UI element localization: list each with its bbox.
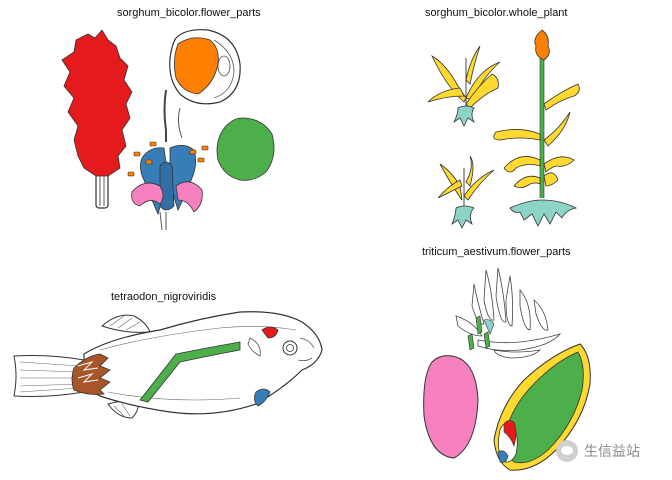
green-stem-outline — [539, 56, 545, 198]
blue-radicle — [497, 450, 509, 463]
tetraodon-fish — [13, 311, 323, 419]
orange-panicle — [534, 29, 550, 61]
sorghum-flower-parts — [61, 29, 275, 231]
red-scutellum — [503, 420, 517, 447]
seed-embryo — [217, 55, 231, 77]
floret-awn — [177, 107, 183, 139]
ventral-fin-rays — [113, 403, 131, 417]
tall-plant — [493, 29, 580, 227]
yellow-leaf — [543, 172, 559, 187]
yellow-leaf — [439, 163, 463, 201]
floret-cluster — [455, 267, 562, 359]
small-plant-bottom — [437, 155, 495, 229]
tetraodon-title: tetraodon_nigroviridis — [111, 291, 217, 303]
watermark-text: 生信益站 — [584, 443, 640, 459]
pink-grain — [423, 355, 479, 459]
yellow-leaf — [465, 73, 499, 109]
yellow-leaf — [493, 129, 541, 141]
yellow-leaf — [503, 156, 541, 173]
teal-root — [452, 105, 476, 127]
green-stamen — [483, 331, 491, 349]
teal-root — [451, 205, 475, 229]
orange-stamens — [127, 141, 209, 177]
green-stripe — [139, 341, 241, 403]
dorsal-fin-rays — [109, 315, 141, 331]
blue-spot — [254, 388, 271, 407]
tail-fin-rays — [19, 361, 81, 393]
yellow-leaf — [465, 45, 481, 85]
fish-snout — [297, 337, 315, 362]
brown-band-lines — [77, 360, 99, 383]
floret-base — [159, 211, 167, 231]
small-plant-top — [427, 45, 501, 127]
seed-shell-inner — [213, 39, 235, 99]
red-spot — [261, 326, 279, 339]
pink-lemma — [131, 182, 164, 207]
dorsal-fin — [101, 314, 151, 333]
teal-root — [509, 199, 578, 227]
pink-lemma — [175, 181, 203, 213]
fish-eye-inner — [286, 344, 294, 352]
orange-seed — [174, 37, 219, 95]
yellow-leaf — [463, 169, 495, 201]
sorghum-whole-plant — [427, 29, 580, 229]
green-stamen — [467, 333, 475, 351]
fish-eye — [282, 340, 298, 356]
fish-body — [83, 311, 323, 415]
fish-belly-line — [107, 391, 241, 401]
sorghum-whole-title: sorghum_bicolor.whole_plant — [425, 7, 568, 19]
teal-stigma — [483, 319, 495, 335]
red-panicle — [61, 29, 133, 177]
yellow-leaf — [543, 83, 580, 111]
triticum-flower-title: triticum_aestivum.flower_parts — [422, 246, 571, 258]
yellow-leaf — [437, 179, 463, 199]
tail-fin — [13, 355, 85, 397]
yellow-leaf — [513, 175, 541, 188]
triticum-flower-parts — [423, 267, 591, 471]
pectoral-fin — [247, 337, 261, 357]
yellow-leaf — [427, 87, 465, 103]
yellow-leaf — [543, 156, 575, 173]
blue-glume-center — [159, 161, 175, 211]
green-stamen — [475, 315, 483, 335]
sorghum-flower-title: sorghum_bicolor.flower_parts — [117, 7, 261, 19]
yellow-leaf — [465, 155, 474, 187]
yellow-leaf — [543, 111, 571, 147]
green-grain — [216, 117, 275, 181]
chat-bubble-icon — [556, 440, 578, 462]
floret-stem — [163, 89, 167, 142]
green-grain — [503, 351, 584, 464]
watermark: 生信益站 — [556, 440, 640, 462]
